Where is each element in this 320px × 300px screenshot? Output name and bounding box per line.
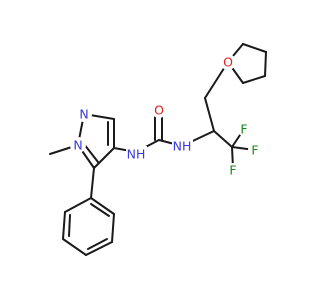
bond xyxy=(93,147,115,169)
atom-o-carbonyl: O xyxy=(151,102,167,118)
atom-label: F xyxy=(251,143,258,158)
atom-label: F xyxy=(240,122,247,137)
atom-label: NH xyxy=(173,139,192,154)
atom-n-pyrazole-2: N xyxy=(76,106,92,122)
bond xyxy=(64,197,92,213)
atom-n-pyrazole-1: N xyxy=(70,137,86,153)
atom-f-bottom: F xyxy=(226,163,240,178)
bond xyxy=(213,130,233,148)
bond xyxy=(204,97,215,132)
bond xyxy=(242,43,267,53)
bond xyxy=(68,214,71,237)
atom-label: N xyxy=(79,107,88,122)
bond xyxy=(90,203,110,217)
structure-diagram: O O N N NH NH F F xyxy=(49,43,267,256)
bond xyxy=(90,197,115,215)
atom-nh-right: NH xyxy=(172,138,193,154)
bond xyxy=(62,238,87,256)
bond xyxy=(62,211,66,240)
bond xyxy=(90,167,95,199)
atom-label: F xyxy=(229,163,236,178)
bond xyxy=(242,75,266,84)
atom-f-top: F xyxy=(237,122,251,137)
bond xyxy=(83,143,99,163)
bond xyxy=(85,241,113,256)
atom-o-ring: O xyxy=(220,54,236,70)
atom-label: NH xyxy=(127,147,146,162)
atom-label: N xyxy=(73,138,82,153)
atom-nh-left: NH xyxy=(126,146,147,162)
atom-label: O xyxy=(223,55,233,70)
bond xyxy=(264,51,267,77)
atom-f-right: F xyxy=(248,143,262,158)
bond xyxy=(111,213,115,243)
atom-labels: O O N N NH NH F F xyxy=(70,54,262,178)
atom-label: O xyxy=(154,103,164,118)
bond xyxy=(87,238,108,250)
